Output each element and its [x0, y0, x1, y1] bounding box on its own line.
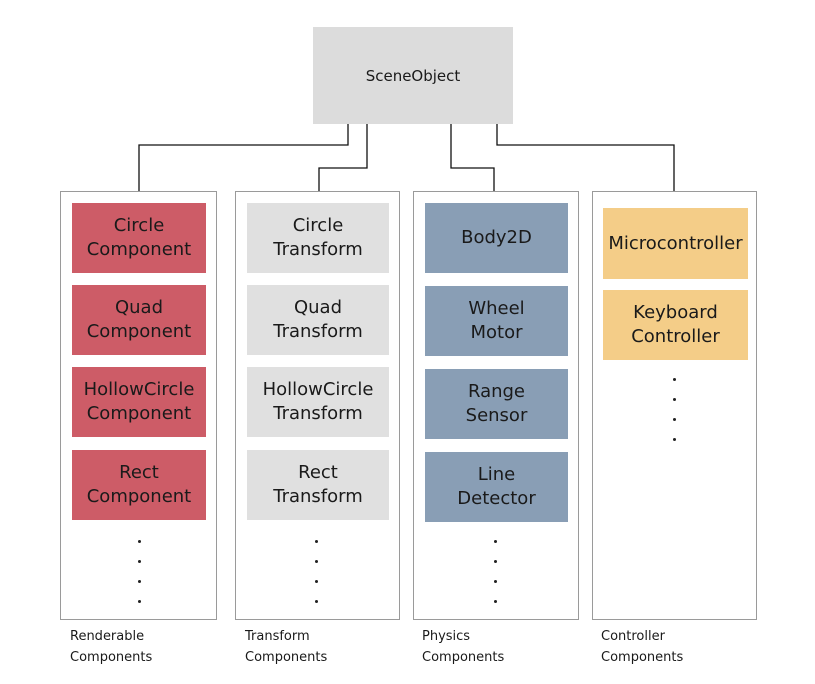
- scene-object-box: SceneObject: [313, 27, 513, 124]
- transform-components-group: Circle Transform Quad Transform HollowCi…: [235, 191, 400, 620]
- connector-controller: [496, 124, 675, 191]
- renderable-components-group: Circle Component Quad Component HollowCi…: [60, 191, 217, 620]
- wheel-motor-box: Wheel Motor: [425, 286, 568, 356]
- quad-component-box: Quad Component: [72, 285, 206, 355]
- continuation-dots: [494, 540, 497, 620]
- hollowcircle-transform-box: HollowCircle Transform: [247, 367, 389, 437]
- range-sensor-box: Range Sensor: [425, 369, 568, 439]
- rect-transform-box: Rect Transform: [247, 450, 389, 520]
- scene-object-label: SceneObject: [365, 66, 461, 85]
- microcontroller-box: Microcontroller: [603, 208, 748, 279]
- controller-components-caption: Controller Components: [601, 629, 684, 665]
- renderable-components-caption: Renderable Components: [70, 629, 153, 665]
- connector-physics: [450, 124, 495, 191]
- continuation-dots: [673, 378, 676, 458]
- physics-components-caption: Physics Components: [422, 629, 505, 665]
- line-detector-box: Line Detector: [425, 452, 568, 522]
- connector-renderable: [138, 124, 349, 191]
- quad-transform-box: Quad Transform: [247, 285, 389, 355]
- circle-transform-box: Circle Transform: [247, 203, 389, 273]
- continuation-dots: [138, 540, 141, 620]
- continuation-dots: [315, 540, 318, 620]
- rect-component-box: Rect Component: [72, 450, 206, 520]
- transform-components-caption: Transform Components: [245, 629, 328, 665]
- body2d-box: Body2D: [425, 203, 568, 273]
- keyboard-controller-box: Keyboard Controller: [603, 290, 748, 360]
- circle-component-box: Circle Component: [72, 203, 206, 273]
- connector-transform: [318, 124, 368, 191]
- hollowcircle-component-box: HollowCircle Component: [72, 367, 206, 437]
- physics-components-group: Body2D Wheel Motor Range Sensor Line Det…: [413, 191, 579, 620]
- controller-components-group: Microcontroller Keyboard Controller: [592, 191, 757, 620]
